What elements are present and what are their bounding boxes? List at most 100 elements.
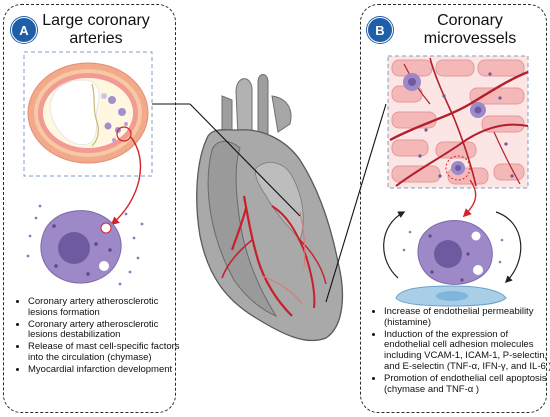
panel-a-title: Large coronary arteries [26, 12, 166, 48]
mast-cell-a [26, 204, 144, 286]
released-granule-b [402, 248, 406, 252]
granule-dot-a [108, 248, 112, 252]
zoom-arrow-a [110, 135, 142, 226]
granule-a [99, 261, 109, 271]
released-granule-a [140, 222, 144, 226]
cardiomyocyte [493, 163, 525, 181]
effect-item: Coronary artery atherosclerotic lesions … [28, 319, 182, 342]
zoom-circle-a [116, 126, 132, 142]
granule-dot-b [466, 252, 470, 256]
granule-dot-b [498, 96, 502, 100]
granule-dot-a [54, 264, 58, 268]
panel-large-coronary-arteries [3, 4, 176, 413]
granule-dot-b [430, 270, 434, 274]
microvessels-inset [387, 55, 529, 189]
mast-cell-small-nucleus [408, 78, 416, 86]
coronary-branch [299, 239, 327, 285]
granule-b [473, 265, 483, 275]
mast-cell-nucleus-b [434, 240, 462, 268]
granule-dot-b [442, 94, 446, 98]
mast-cell-small-nucleus [455, 165, 461, 171]
capillary [429, 57, 477, 187]
plaque-dot [112, 138, 116, 142]
plaque-dot [124, 122, 128, 126]
granule-dot-b [460, 278, 464, 282]
coronary-artery-right [230, 207, 248, 251]
effect-item: Coronary artery atherosclerotic lesions … [28, 296, 182, 319]
vessel-branch [257, 74, 269, 135]
heart-right-side [207, 141, 278, 318]
granule-dot-b [488, 72, 492, 76]
cardiomyocyte [435, 59, 475, 77]
released-granule-a [124, 212, 128, 216]
released-granule-a [128, 270, 132, 274]
granule-a [100, 222, 112, 234]
badge-a: A [11, 17, 37, 43]
mast-cell-b [402, 220, 504, 285]
plaque-cell [118, 108, 126, 116]
capillary [389, 70, 529, 142]
coronary-branch [221, 239, 253, 279]
granule-dot-b [438, 174, 442, 178]
effect-item: Myocardial infarction development [28, 364, 182, 376]
released-granule-a [34, 216, 38, 220]
plaque-cell [108, 96, 116, 104]
inset-frame-a [23, 51, 153, 177]
connector-a-diagonal [189, 103, 301, 217]
panel-b-title-line1: Coronary [437, 12, 503, 29]
mast-cell-small-nucleus [474, 106, 482, 114]
vessel-pulmonary [271, 95, 292, 133]
coronary-branch [261, 275, 303, 305]
granule-dot-b [504, 142, 508, 146]
granule-b [471, 231, 481, 241]
panel-a-title-line1: Large coronary [42, 12, 150, 29]
endothelial-nucleus [436, 291, 468, 301]
coronary-artery-circumflex [271, 205, 316, 309]
zoom-arrow-b [462, 179, 477, 218]
cardiomyocyte [391, 165, 441, 183]
badge-b: B [367, 17, 393, 43]
effect-item: Release of mast cell-specific factors in… [28, 341, 182, 364]
plaque-cell [101, 93, 107, 99]
panel-coronary-microvessels [360, 4, 547, 413]
coronary-artery-lad [242, 195, 293, 317]
fibrous-cap [91, 83, 99, 147]
cardiomyocyte [391, 111, 437, 129]
plaque-cell [104, 122, 112, 130]
panel-b-title-line2: microvessels [423, 30, 517, 47]
panel-a-title-line2: arteries [69, 30, 123, 47]
panel-b-title: Coronary microvessels [395, 12, 545, 48]
feedback-arrow-left [383, 211, 406, 279]
granule-dot-b [424, 128, 428, 132]
effect-item: Induction of the expression of endotheli… [384, 329, 550, 373]
coronary-branch [299, 211, 306, 269]
cardiomyocyte [469, 87, 525, 105]
released-granule-a [38, 204, 42, 208]
artery-lumen [49, 79, 100, 146]
cardiomyocyte [477, 59, 525, 77]
granule-dot-a [86, 272, 90, 276]
granule-dot-b [510, 174, 514, 178]
released-granule-a [28, 234, 32, 238]
zoom-circle-b [445, 155, 471, 181]
vessel-aorta [235, 78, 253, 137]
cardiomyocyte [391, 139, 429, 157]
released-granule-b [408, 230, 412, 234]
capillary [395, 123, 529, 187]
panel-a-effects-list: Coronary artery atherosclerotic lesions … [16, 296, 182, 377]
granule-dot-a [52, 224, 56, 228]
heart-illustration [196, 74, 344, 342]
artery-cross-section [23, 51, 153, 177]
mast-cell-nucleus-a [58, 232, 90, 264]
released-granule-a [118, 282, 122, 286]
released-granule-b [498, 260, 502, 264]
granule-dot-b [418, 154, 422, 158]
granule-dot-b [428, 234, 432, 238]
granule-dot-a [94, 242, 98, 246]
effect-item: Promotion of endothelial cell apoptosis … [384, 373, 550, 396]
released-granule-b [500, 238, 504, 242]
feedback-arrow-right [495, 211, 522, 284]
released-granule-a [26, 254, 30, 258]
panel-b-effects-list: Increase of endothelial permeability (hi… [372, 306, 550, 396]
released-granule-a [132, 236, 136, 240]
